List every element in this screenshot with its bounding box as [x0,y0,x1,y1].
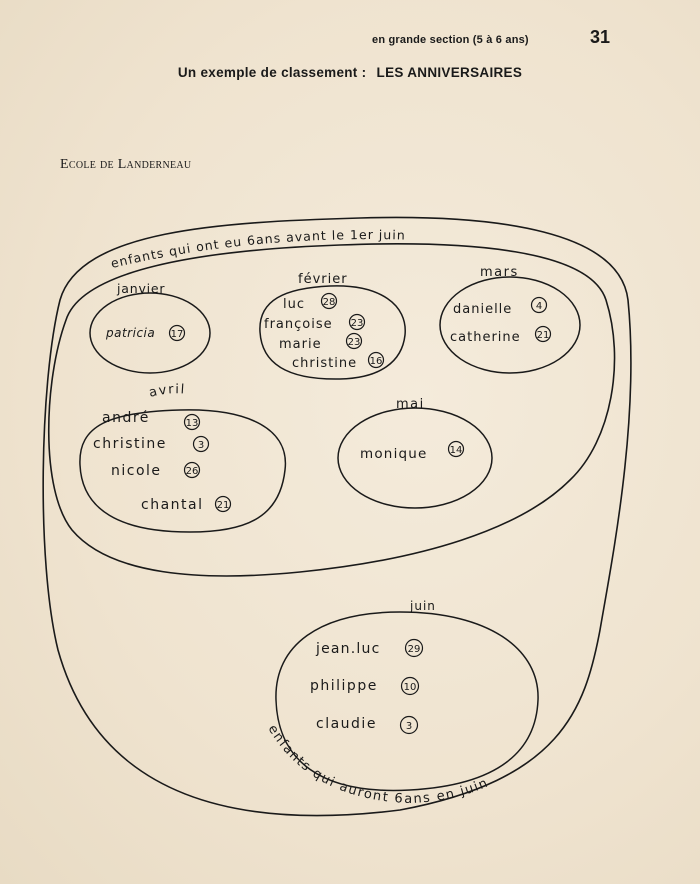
child-day: 21 [537,330,550,341]
month-set-avril [79,409,287,533]
child-day: 23 [348,337,361,348]
child-day: 10 [404,682,417,693]
page-title: Un exemple de classement : LES ANNIVERSA… [0,65,700,80]
day-circle [192,435,210,453]
day-circle [367,351,385,369]
child-day: 29 [408,644,421,655]
child-day: 28 [323,297,336,308]
month-group-mars: mars danielle 4 catherine 21 [439,265,581,374]
month-label-janvier: janvier [116,281,165,296]
child-day: 26 [186,466,199,477]
child-day: 3 [198,440,204,451]
month-set-mars [439,276,581,374]
page-number: 31 [590,27,611,47]
child-day: 21 [217,500,230,511]
child-name: jean.luc [315,641,380,657]
child-name: patricia [105,326,155,340]
child-name: danielle [453,302,512,317]
child-day: 17 [171,329,184,340]
month-group-mai: mai monique 14 [337,397,493,509]
child-name: nicole [111,463,162,479]
day-circle [447,440,465,458]
outer-set-label: enfants qui auront 6ans en juin [265,722,492,807]
day-circle [345,332,363,350]
month-label-mars: mars [480,265,519,280]
day-circle [214,495,232,513]
child-name: andré [102,410,150,426]
day-circle [183,413,201,431]
school-name: Ecole de Landerneau [60,157,192,172]
day-circle [183,461,201,479]
child-day: 14 [450,445,463,456]
child-name: christine [292,356,357,371]
child-day: 16 [370,356,383,367]
month-set-fevrier [259,285,406,380]
month-label-juin: juin [409,599,436,613]
child-day: 23 [351,318,364,329]
day-circle [534,325,552,343]
month-set-mai [337,407,493,509]
day-circle [400,676,420,696]
month-set-juin [275,611,539,792]
title-prefix: Un exemple de classement : [177,65,367,80]
child-name: catherine [450,330,521,345]
title-main: LES ANNIVERSAIRES [376,65,523,80]
month-group-juin: juin jean.luc 29 philippe 10 claudie 3 [275,599,539,792]
day-circle [399,715,419,735]
child-name: monique [360,446,428,462]
section-header: en grande section (5 à 6 ans) [372,34,529,46]
month-label-fevrier: février [298,272,348,287]
month-label-mai: mai [396,397,425,412]
child-day: 3 [406,721,412,732]
inner-set-boundary [47,243,616,577]
child-day: 13 [186,418,199,429]
day-circle [404,638,424,658]
child-name: claudie [316,716,377,732]
day-circle [530,296,548,314]
inner-set-label: enfants qui ont eu 6ans avant le 1er jui… [109,227,406,271]
outer-set-boundary [42,216,632,817]
month-group-janvier: janvier patricia 17 [89,281,211,374]
day-circle [320,292,338,310]
month-label-avril: avril [148,382,187,401]
child-name: françoise [264,317,333,332]
child-day: 4 [536,301,542,312]
month-group-fevrier: février luc 28 françoise 23 marie 23 chr… [259,272,406,380]
day-circle [168,324,186,342]
child-name: philippe [310,678,378,694]
child-name: marie [279,337,322,352]
child-name: luc [283,297,305,312]
month-set-janvier [89,292,211,374]
child-name: christine [93,436,167,452]
child-name: chantal [141,497,203,513]
day-circle [348,313,366,331]
month-group-avril: avril andré 13 christine 3 nicole 26 cha… [79,382,287,533]
